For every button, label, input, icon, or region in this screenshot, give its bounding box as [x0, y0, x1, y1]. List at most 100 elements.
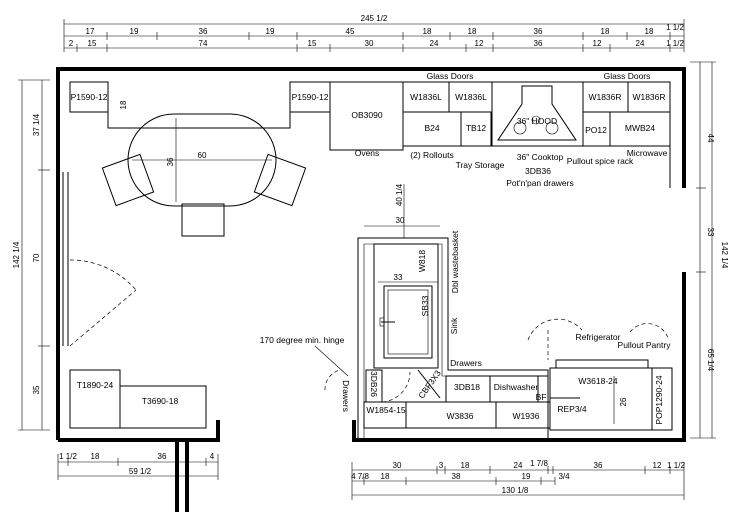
dim-left-outer: 142 1/4: [12, 241, 21, 268]
walls: [56, 67, 686, 512]
dim-br-r1-6: 12: [653, 461, 662, 470]
dim-top-r3-10: 1 1/2: [666, 39, 684, 48]
dim-right-outer: 142 1/4: [720, 242, 729, 269]
label-bf: BF: [536, 392, 547, 402]
dim-bl-r1-0: 1 1/2: [59, 452, 77, 461]
label-dishwasher: Dishwasher: [494, 382, 539, 392]
label-w1836l-a: W1836L: [410, 92, 442, 102]
label-3db36: 3DB36: [525, 166, 551, 176]
label-refrigerator: Refrigerator: [576, 332, 621, 342]
label-dim-18: 18: [119, 100, 128, 109]
dim-br-r2-3: 19: [522, 472, 531, 481]
label-cooktop: 36" Cooktop: [517, 152, 564, 162]
sink-run: [324, 184, 551, 440]
label-p1590-right: P1590-12: [292, 92, 329, 102]
dim-left-inner-0: 37 1/4: [32, 113, 41, 136]
dim-right-inner-0: 44: [706, 134, 715, 143]
label-drawers-b: Drawers: [450, 358, 482, 368]
dim-br-r2-1: 18: [381, 472, 390, 481]
door-swing-left: [69, 259, 137, 347]
dim-top-r2-1: 19: [130, 27, 139, 36]
label-microwave: Microwave: [627, 148, 668, 158]
label-ob3090: OB3090: [351, 110, 382, 120]
dim-top-r3-5: 24: [430, 39, 439, 48]
label-table-length: 60: [198, 151, 207, 160]
dim-bl-r1-1: 18: [91, 452, 100, 461]
label-hinge: 170 degree min. hinge: [260, 335, 345, 345]
label-w3618: W3618-24: [578, 376, 617, 386]
dim-top-r2-6: 18: [468, 27, 477, 36]
dim-br-r2-0: 4 7/8: [351, 472, 369, 481]
label-sb33: SB33: [420, 295, 430, 316]
dim-br-r1-5: 36: [594, 461, 603, 470]
dining-table: [101, 113, 307, 237]
dim-bl-r2: 59 1/2: [129, 467, 152, 476]
label-drawers-a: Drawers: [341, 380, 351, 412]
label-po12: PO12: [585, 125, 607, 135]
label-dim-30: 30: [396, 216, 405, 225]
dim-top-r3-8: 12: [593, 39, 602, 48]
label-w1854: W1854-15: [366, 405, 405, 415]
label-w1836r-b: W1836R: [632, 92, 665, 102]
label-dim-26: 26: [619, 397, 628, 406]
dim-top-r3-3: 15: [308, 39, 317, 48]
dim-br-r2-4: 3/4: [558, 472, 570, 481]
top-cabinets: [69, 81, 671, 188]
label-dim-40: 40 1/4: [395, 183, 404, 206]
dim-top-r3-2: 74: [199, 39, 208, 48]
fridge-area: [527, 318, 673, 431]
label-dim-33: 33: [394, 273, 403, 282]
dim-top-r2-10: 1 1/2: [666, 23, 684, 32]
dim-br-r1-7: 1 1/2: [667, 461, 685, 470]
label-tray-storage: Tray Storage: [456, 160, 505, 170]
dim-top-r2-5: 18: [423, 27, 432, 36]
dim-top-r2-8: 18: [601, 27, 610, 36]
dim-top-r2-0: 17: [86, 27, 95, 36]
label-hood: 36" HOOD: [517, 116, 557, 126]
label-w1836l-b: W1836L: [455, 92, 487, 102]
label-tb12: TB12: [466, 123, 487, 133]
dim-top-r2-3: 19: [266, 27, 275, 36]
hinge-leader: [314, 345, 349, 377]
label-3db26: 3DB26: [369, 371, 379, 397]
label-table-width: 36: [166, 157, 175, 166]
dim-br-r1-3: 24: [514, 461, 523, 470]
label-pop1290: POP1290-24: [654, 375, 664, 424]
dim-top-r3-1: 15: [88, 39, 97, 48]
dim-br-r2-2: 38: [452, 472, 461, 481]
label-glass-doors-b: Glass Doors: [604, 71, 651, 81]
label-sink: Sink: [449, 317, 459, 334]
bottom-right-dimensions: 30 3 18 24 1 7/8 36 12 1 1/2 4 7/8 18 38…: [351, 459, 685, 500]
dim-top-r2-2: 36: [199, 27, 208, 36]
dim-top-r3-0: 2: [69, 39, 74, 48]
left-dimensions: 142 1/4 37 1/4 70 35: [12, 79, 50, 431]
label-w1836r-a: W1836R: [588, 92, 621, 102]
dim-top-r3-4: 30: [365, 39, 374, 48]
dim-br-r1-0: 30: [393, 461, 402, 470]
label-b24: B24: [424, 123, 439, 133]
dim-br-r1-1: 3: [439, 461, 444, 470]
label-rep: REP3/4: [557, 404, 587, 414]
label-pullout-pantry: Pullout Pantry: [618, 340, 672, 350]
dim-right-inner-2: 65 1/4: [706, 349, 715, 372]
dim-br-r3: 130 1/8: [502, 486, 529, 495]
dim-top-r2-7: 36: [534, 27, 543, 36]
dim-top-r3-7: 36: [534, 39, 543, 48]
dim-left-inner-1: 70: [32, 253, 41, 262]
dim-left-inner-2: 35: [32, 385, 41, 394]
dim-br-r1-2: 18: [461, 461, 470, 470]
label-glass-doors-a: Glass Doors: [427, 71, 474, 81]
dim-top-r3-6: 12: [475, 39, 484, 48]
label-rollouts: (2) Rollouts: [410, 150, 453, 160]
label-ovens: Ovens: [355, 148, 380, 158]
dim-top-r2-4: 45: [346, 27, 355, 36]
dim-top-r2-9: 18: [645, 27, 654, 36]
dim-right-inner-1: 33: [706, 228, 715, 237]
dim-bl-r1-3: 4: [210, 452, 215, 461]
label-w1936: W1936: [513, 411, 540, 421]
label-3db18: 3DB18: [454, 382, 480, 392]
label-w3836: W3836: [447, 411, 474, 421]
dim-br-r1-4: 1 7/8: [530, 459, 548, 468]
dim-overall-top: 245 1/2: [361, 14, 388, 23]
